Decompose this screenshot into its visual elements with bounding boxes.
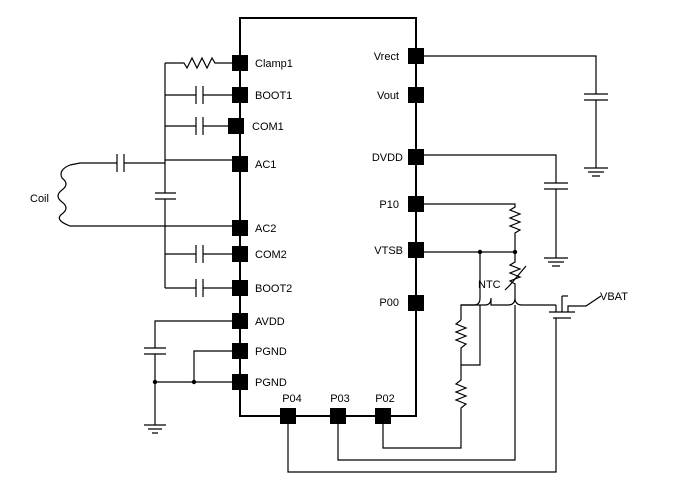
label-clamp1: Clamp1	[255, 58, 293, 70]
avdd-capacitor	[144, 320, 232, 425]
ground-icon	[584, 167, 608, 177]
pin-pgnd-1	[232, 343, 248, 359]
label-boot1: BOOT1	[255, 90, 292, 102]
label-vbat: VBAT	[600, 291, 628, 303]
label-boot2: BOOT2	[255, 283, 292, 295]
label-vout: Vout	[377, 90, 399, 102]
junction-dot	[191, 379, 197, 385]
ground-icon	[144, 424, 166, 434]
pin-p03	[330, 408, 346, 424]
label-com2: COM2	[255, 249, 287, 261]
label-ntc: NTC	[478, 279, 501, 291]
pin-com2	[232, 246, 248, 262]
clamp-resistor	[165, 56, 232, 70]
ic-body	[239, 17, 417, 417]
pin-pgnd-2	[232, 374, 248, 390]
pin-vout	[408, 87, 424, 103]
label-p04: P04	[282, 393, 302, 405]
pin-ac1	[232, 156, 248, 172]
parallel-capacitor	[155, 160, 176, 226]
label-p00: P00	[379, 297, 399, 309]
pin-p04	[280, 408, 296, 424]
pin-avdd	[232, 313, 248, 329]
mosfet-switch	[549, 295, 602, 319]
series-capacitor	[69, 154, 165, 172]
coil-inductor	[57, 164, 232, 227]
pin-vtsb	[408, 242, 424, 258]
label-p10: P10	[379, 199, 399, 211]
pin-boot2	[232, 280, 248, 296]
label-dvdd: DVDD	[372, 152, 403, 164]
pin-p02	[375, 408, 391, 424]
pin-p00	[408, 295, 424, 311]
divider-resistor-lower	[382, 365, 468, 449]
com2-capacitor	[165, 245, 232, 263]
p04-wire	[287, 318, 557, 473]
p10-resistor	[424, 203, 522, 252]
ntc-thermistor	[504, 252, 527, 298]
junction-dot	[152, 379, 158, 385]
p03-wire	[337, 305, 516, 461]
pin-ac2	[232, 220, 248, 236]
label-p03: P03	[330, 393, 350, 405]
pin-p10	[408, 196, 424, 212]
label-vrect: Vrect	[374, 51, 399, 63]
label-p02: P02	[375, 393, 395, 405]
label-ac2: AC2	[255, 223, 276, 235]
ground-icon	[544, 257, 568, 267]
vrect-capacitor	[424, 55, 608, 168]
label-pgnd-1: PGND	[255, 346, 287, 358]
com1-capacitor	[165, 117, 228, 135]
boot2-capacitor	[165, 279, 232, 297]
pin-com1	[228, 118, 244, 134]
divider-resistor-upper	[454, 305, 481, 366]
pgnd-wire	[155, 350, 232, 383]
label-vtsb: VTSB	[374, 245, 403, 257]
pin-vrect	[408, 48, 424, 64]
pin-clamp1	[232, 55, 248, 71]
label-avdd: AVDD	[255, 316, 285, 328]
pin-dvdd	[408, 149, 424, 165]
boot1-capacitor	[165, 86, 232, 104]
label-ac1: AC1	[255, 159, 276, 171]
label-pgnd-2: PGND	[255, 377, 287, 389]
dvdd-capacitor	[424, 154, 568, 258]
label-com1: COM1	[252, 121, 284, 133]
pin-boot1	[232, 87, 248, 103]
crossover-wire	[461, 297, 556, 306]
label-coil: Coil	[30, 193, 49, 205]
